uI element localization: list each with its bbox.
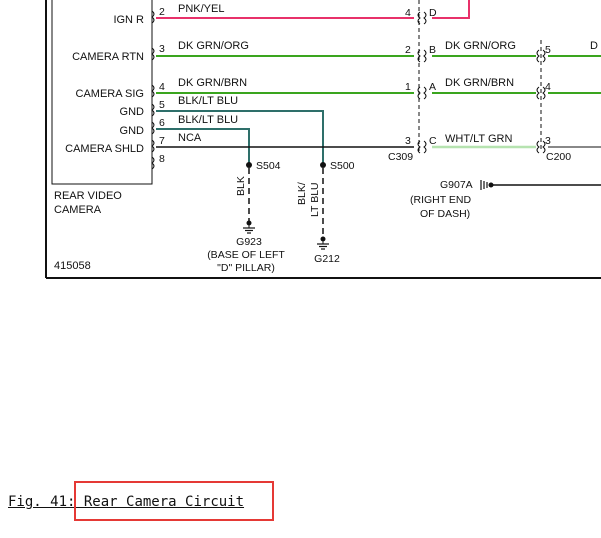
wire-label-pnk-yel: PNK/YEL xyxy=(178,3,224,15)
c309-wire-label-wht-lt-grn: WHT/LT GRN xyxy=(445,133,512,145)
s500-label: S500 xyxy=(330,160,355,172)
g212-label: G212 xyxy=(314,253,340,265)
pin-num-8: 8 xyxy=(159,153,165,165)
pin-num-5: 5 xyxy=(159,99,165,111)
s504-label: S504 xyxy=(256,160,281,172)
camera-name-line2: CAMERA xyxy=(54,204,102,216)
wire-label-nca: NCA xyxy=(178,132,202,144)
wire-dk-grn-brn: DK GRN/BRN DK GRN/BRN xyxy=(156,77,601,94)
wire-label-dk-grn-brn: DK GRN/BRN xyxy=(178,77,247,89)
wire-label-dk-grn-org: DK GRN/ORG xyxy=(178,40,249,52)
c309-label: C309 xyxy=(388,151,413,163)
g907a-note-line1: (RIGHT END xyxy=(410,194,471,206)
pin-label-camera-rtn: CAMERA RTN xyxy=(72,51,144,63)
c309-wire-label-dk-grn-org: DK GRN/ORG xyxy=(445,40,516,52)
wire-label-blk-lt-blu-2: BLK/LT BLU xyxy=(178,114,238,126)
pin-label-camera-sig: CAMERA SIG xyxy=(76,88,144,100)
pin-num-6: 6 xyxy=(159,117,165,129)
wire-label-blk-lt-blu-1: BLK/LT BLU xyxy=(178,95,238,107)
ground-g212: G212 xyxy=(314,236,340,265)
c309-pin-letter-a: A xyxy=(429,81,436,93)
pin-num-7: 7 xyxy=(159,135,165,147)
pin-num-2: 2 xyxy=(159,6,165,18)
c200-label: C200 xyxy=(546,151,571,163)
edge-text-d: D xyxy=(590,40,598,52)
g923-label: G923 xyxy=(236,236,262,248)
splice-s500: S500 BLK/ LT BLU xyxy=(296,160,355,238)
pin-num-3: 3 xyxy=(159,43,165,55)
caption-colon: : xyxy=(67,494,76,510)
connector-c200: 5 4 3 C200 D xyxy=(536,40,598,163)
caption-prefix: Fig. 41 xyxy=(8,494,68,510)
pin-label-gnd-2: GND xyxy=(120,125,145,137)
wire-label-blk-vertical: BLK xyxy=(235,176,247,196)
wire-pnk-yel: PNK/YEL xyxy=(156,0,470,19)
g923-note-line2: "D" PILLAR) xyxy=(217,262,275,274)
wire-wht-lt-grn: WHT/LT GRN xyxy=(432,133,601,149)
c309-pin-num-4: 4 xyxy=(405,7,411,19)
c200-pin-5: 5 xyxy=(545,44,551,56)
wire-nca-shield: NCA xyxy=(156,132,414,148)
wire-dk-grn-org: DK GRN/ORG DK GRN/ORG xyxy=(156,40,601,57)
c309-pin-num-3: 3 xyxy=(405,135,411,147)
g907a-label: G907A xyxy=(440,179,473,191)
pin-label-gnd-1: GND xyxy=(120,106,145,118)
caption-highlight-box xyxy=(74,481,274,521)
pin-num-4: 4 xyxy=(159,81,165,93)
c309-pin-letter-d: D xyxy=(429,7,437,19)
c309-pin-num-1: 1 xyxy=(405,81,411,93)
diagram-frame xyxy=(45,0,601,279)
pin-label-camera-shld: CAMERA SHLD xyxy=(65,143,144,155)
c200-pin-3: 3 xyxy=(545,135,551,147)
ground-g907a: G907A (RIGHT END OF DASH) xyxy=(410,179,601,220)
diagram-id: 415058 xyxy=(54,260,91,272)
g923-note-line1: (BASE OF LEFT xyxy=(207,249,285,261)
caption-title: Rear Camera Circuit xyxy=(75,494,245,510)
camera-name-line1: REAR VIDEO xyxy=(54,190,122,202)
c309-pin-letter-c: C xyxy=(429,135,437,147)
wire-label-blk-lt-blu-vertical-1: BLK/ xyxy=(296,182,308,205)
c200-pin-4: 4 xyxy=(545,81,551,93)
c309-pin-letter-b: B xyxy=(429,44,436,56)
c309-pin-num-2: 2 xyxy=(405,44,411,56)
rear-video-camera: REAR VIDEO CAMERA IGN R CAMERA RTN CAMER… xyxy=(51,0,165,216)
c309-wire-label-dk-grn-brn: DK GRN/BRN xyxy=(445,77,514,89)
figure-caption: Fig. 41: Rear Camera Circuit xyxy=(8,494,244,510)
connector-c309: 4 D 2 B 1 A 3 C C309 xyxy=(388,0,437,163)
splice-s504: S504 BLK xyxy=(235,160,281,222)
wire-blk-lt-blu-pin6: BLK/LT BLU xyxy=(156,114,250,164)
camera-pin-brackets xyxy=(151,10,155,170)
ground-g923: G923 (BASE OF LEFT "D" PILLAR) xyxy=(207,220,285,274)
g907a-note-line2: OF DASH) xyxy=(420,208,470,220)
wire-label-blk-lt-blu-vertical-2: LT BLU xyxy=(309,182,321,217)
pin-label-ign-r: IGN R xyxy=(113,14,144,26)
